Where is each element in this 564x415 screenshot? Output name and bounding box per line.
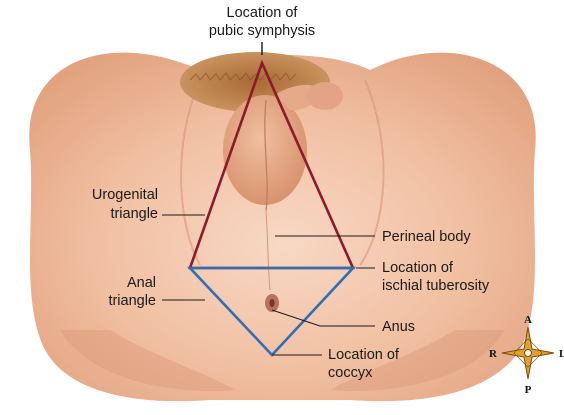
label-perineal-body: Perineal body xyxy=(382,229,471,245)
label-anus: Anus xyxy=(382,319,415,335)
gluteal-shading-left xyxy=(330,330,505,391)
label-coccyx-line2: coccyx xyxy=(328,365,373,381)
compass-rose: A P R L xyxy=(489,314,564,396)
scrotal-raphe xyxy=(264,99,268,211)
label-coccyx-line1: Location of xyxy=(328,347,400,363)
compass-left: L xyxy=(559,348,564,360)
label-anal-line2: triangle xyxy=(108,293,156,309)
label-anal-line1: Anal xyxy=(127,275,156,291)
thigh-crease-left xyxy=(359,79,385,266)
label-urogenital-line2: triangle xyxy=(110,206,158,222)
perineal-raphe xyxy=(265,209,271,291)
penis-shaft xyxy=(275,84,319,111)
label-urogenital-line1: Urogenital xyxy=(92,187,158,203)
label-pubic-line2: pubic symphysis xyxy=(209,23,315,39)
compass-anterior: A xyxy=(524,314,532,326)
compass-right: R xyxy=(489,348,498,360)
gluteal-shading-right xyxy=(60,330,235,391)
compass-center xyxy=(524,349,532,357)
pubic-hair-texture xyxy=(189,72,297,81)
compass-posterior: P xyxy=(525,384,532,396)
label-pubic-line1: Location of xyxy=(227,5,299,21)
glans xyxy=(307,82,343,110)
label-ischial-line2: ischial tuberosity xyxy=(382,278,490,294)
compass-star-diagonal xyxy=(513,338,543,368)
anus-center xyxy=(269,299,275,307)
leader-anus xyxy=(271,309,375,327)
anal-triangle xyxy=(186,266,356,357)
thigh-crease-right xyxy=(180,79,201,266)
label-ischial-line1: Location of xyxy=(382,260,454,276)
body-silhouette xyxy=(29,52,536,402)
